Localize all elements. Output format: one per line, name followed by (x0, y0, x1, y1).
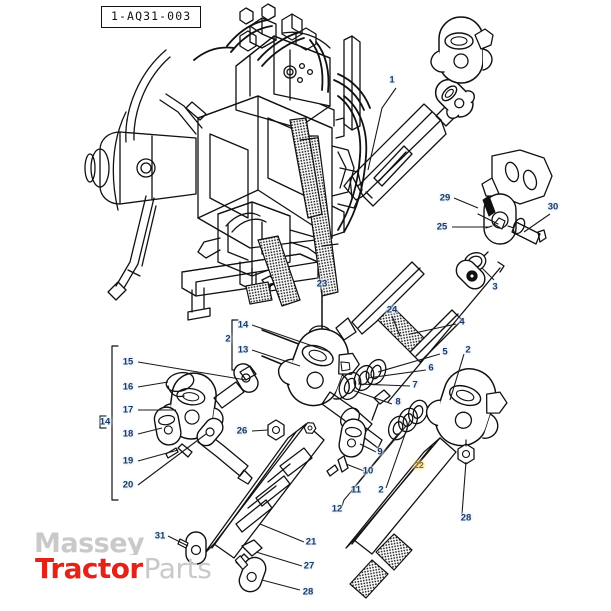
part-1-driveshaft-assembly (343, 16, 494, 207)
parts-11-12-washers (387, 399, 429, 441)
lower-guard-tube-assembly (177, 419, 325, 593)
parts-9-10-11-cluster (326, 418, 367, 477)
part-2-long-shaft (387, 261, 505, 403)
right-lower-joint-shaft (345, 368, 508, 599)
part-24-telescopic-shaft (335, 259, 486, 363)
tractor-body-illustration (84, 3, 371, 321)
part-26-nut (267, 419, 285, 441)
diagram-code-label: 1-AQ31-003 (101, 6, 202, 28)
parts-29-25-30-cluster (477, 149, 553, 245)
parts-15-20-group (99, 345, 262, 501)
leader-lines (137, 87, 551, 591)
